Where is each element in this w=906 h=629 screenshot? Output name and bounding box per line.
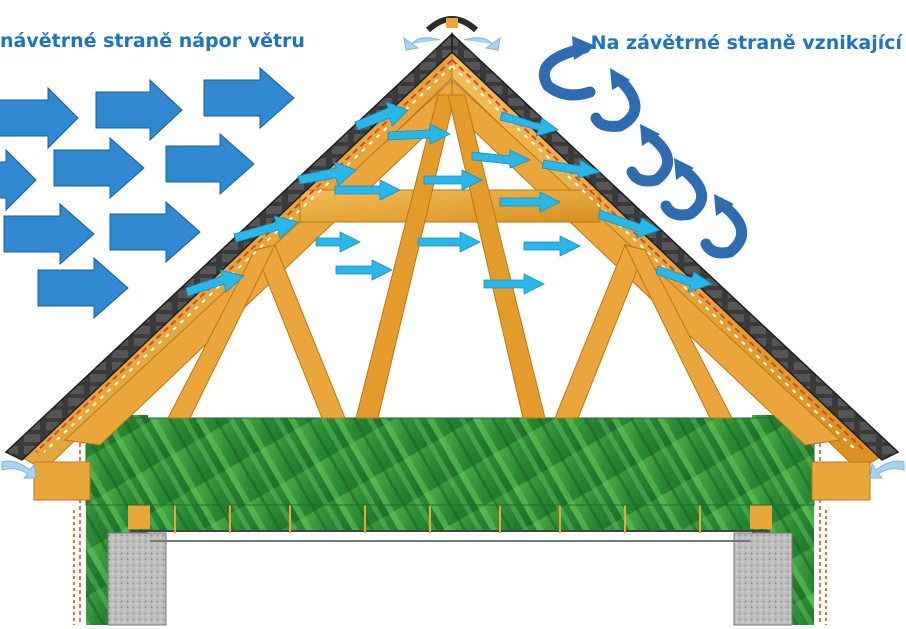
- vent-arrow-icon: [403, 36, 441, 51]
- airflow-arrow-icon: [483, 273, 545, 295]
- eave-vent-arrows: [1, 460, 905, 479]
- airflow-arrow-icon: [499, 111, 559, 137]
- airflow-arrow-icon: [334, 179, 401, 201]
- wind-arrow-icon: [0, 148, 37, 212]
- wind-arrow-icon: [203, 66, 295, 130]
- wind-arrow-icon: [109, 200, 201, 264]
- airflow-arrow-icon: [655, 265, 713, 293]
- airflow-arrow-icon: [233, 215, 299, 243]
- airflow-arrow-icon: [185, 269, 245, 297]
- ridge-vent-arrows: [403, 36, 501, 51]
- airflow-arrow-icon: [315, 231, 361, 253]
- eddy-curl-icon: [626, 130, 673, 187]
- airflow-arrow-icon: [541, 159, 602, 179]
- attic-insulation: [85, 417, 815, 506]
- wind-arrow-icon: [0, 86, 79, 150]
- eddy-heads: [572, 36, 734, 216]
- leeward-caption: Na závětrné straně vznikající: [590, 32, 902, 54]
- airflow-arrow-icon: [523, 235, 581, 257]
- inner-airflow: [185, 101, 713, 297]
- wind-arrow-icon: [165, 132, 255, 196]
- airflow-arrow-icon: [471, 149, 531, 169]
- airflow-arrow-icon: [387, 123, 451, 145]
- airflow-arrow-icon: [423, 169, 483, 191]
- airflow-arrow-icon: [335, 259, 393, 281]
- left-concrete-block: [107, 532, 167, 626]
- right-concrete-block: [733, 532, 793, 626]
- leeward-eddies: [538, 42, 748, 259]
- wind-arrow-icon: [37, 256, 129, 320]
- windward-arrows: [0, 66, 295, 320]
- vent-arrow-icon: [1, 460, 37, 479]
- airflow-arrow-icon: [354, 101, 409, 131]
- windward-caption: návětrné straně nápor větru: [0, 30, 305, 52]
- wind-arrow-icon: [3, 202, 95, 266]
- ceiling: [128, 503, 772, 542]
- airflow-arrow-icon: [417, 231, 481, 253]
- eddy-curl-icon: [660, 164, 707, 221]
- airflow-arrow-icon: [297, 161, 357, 187]
- airflow-arrow-icon: [499, 191, 561, 213]
- airflow-arrow-icon: [597, 209, 661, 239]
- eddy-curl-icon: [700, 200, 748, 259]
- eddy-curl-icon: [538, 42, 596, 101]
- vent-arrow-icon: [869, 460, 905, 479]
- eddy-curl-icon: [590, 74, 641, 132]
- roof-covering: [4, 32, 900, 461]
- wind-arrow-icon: [95, 78, 183, 142]
- vent-arrow-icon: [463, 36, 501, 51]
- wind-arrow-icon: [53, 136, 145, 200]
